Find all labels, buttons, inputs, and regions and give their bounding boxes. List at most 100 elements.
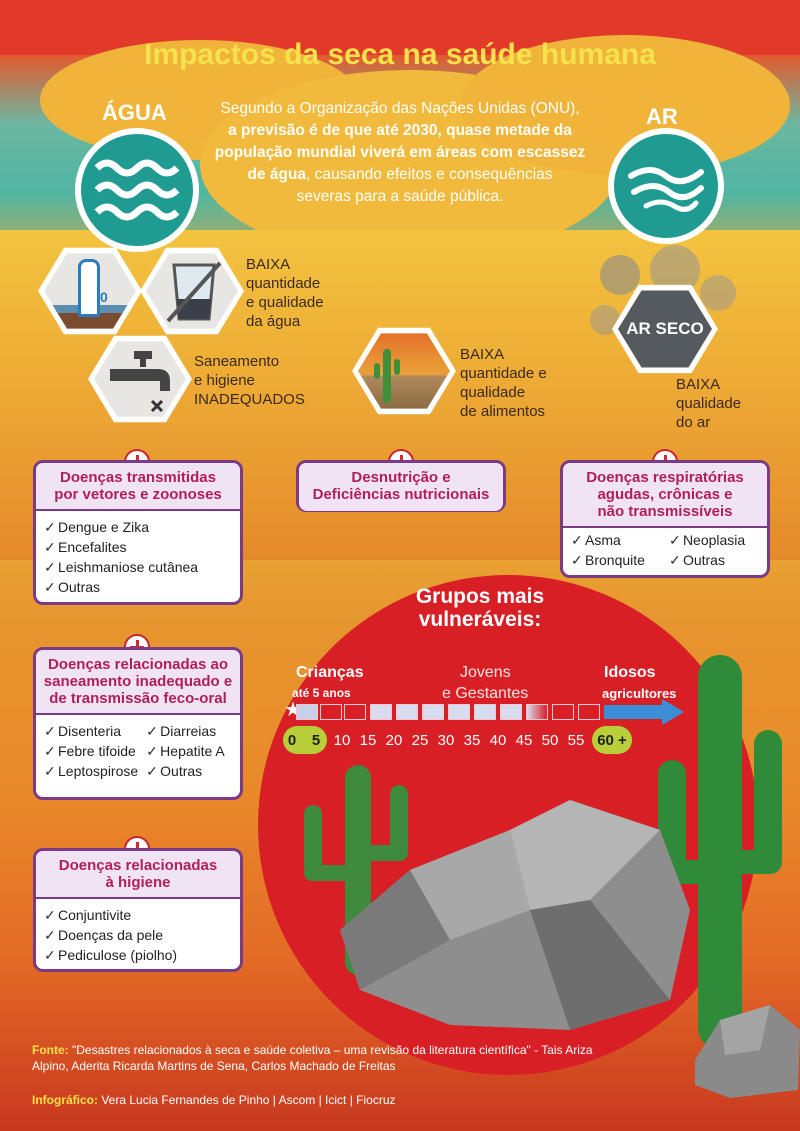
age-bar-cell <box>396 704 418 720</box>
disease-box-hygiene: Doenças relacionadas à higiene ✓Conjunti… <box>33 848 243 972</box>
youth-label: Jovens <box>460 664 511 681</box>
rock-illustration <box>340 800 690 1030</box>
farmers-label: agricultores <box>602 686 677 701</box>
sanitation-caption: Saneamento e higiene INADEQUADOS <box>194 352 305 409</box>
caption-line: qualidade <box>676 395 742 412</box>
check-icon: ✓ <box>571 532 583 548</box>
age-bar-cell <box>474 704 496 720</box>
page-title: Impactos da seca na saúde humana <box>144 38 656 71</box>
list-item: ✓Disenteria <box>44 721 138 741</box>
age-tick: 30 <box>437 732 455 749</box>
ar-label: AR <box>646 104 678 129</box>
box-title: Desnutrição e Deficiências nutricionais <box>299 463 503 511</box>
list-item-text: Bronquite <box>585 552 645 568</box>
age-bar-cell <box>344 704 366 720</box>
desert-hex-inner <box>358 333 450 409</box>
box-title-line: Doenças relacionadas <box>58 857 218 874</box>
check-icon: ✓ <box>44 907 56 923</box>
check-icon: ✓ <box>44 579 56 595</box>
check-icon: ✓ <box>44 927 56 943</box>
age-bar-cell <box>296 704 318 720</box>
list-item-text: Dengue e Zika <box>58 519 150 535</box>
caption-line: do ar <box>676 414 711 431</box>
age-bar-cell <box>526 704 548 720</box>
list-item: ✓Outras <box>669 550 745 570</box>
list-item: ✓Outras <box>44 577 232 597</box>
water-caption: BAIXA quantidade e qualidade da água <box>246 255 324 331</box>
box-list: ✓Asma ✓Bronquite ✓Neoplasia ✓Outras <box>563 528 767 576</box>
box-list: ✓Conjuntivite ✓Doenças da pele ✓Pediculo… <box>36 899 240 971</box>
list-column: ✓Diarreias ✓Hepatite A ✓Outras <box>146 721 225 781</box>
check-icon: ✓ <box>44 539 56 555</box>
credits-note: Infográfico: Vera Lucia Fernandes de Pin… <box>32 1092 772 1108</box>
list-column: ✓Disenteria ✓Febre tifoide ✓Leptospirose <box>44 721 138 781</box>
intro-line: severas para a saúde pública. <box>296 188 504 205</box>
dry-air-hex-inner: AR SECO <box>618 290 712 368</box>
empty-glass-icon <box>166 261 222 323</box>
caption-line: quantidade e <box>460 365 547 382</box>
soil <box>44 309 136 329</box>
children-sublabel: até 5 anos <box>292 686 351 700</box>
thermometer-mark: 0 <box>100 289 108 305</box>
disease-box-sanitation: Doenças relacionadas ao saneamento inade… <box>33 647 243 800</box>
wind-icon <box>608 128 724 244</box>
list-item: ✓Neoplasia <box>669 530 745 550</box>
cactus-icon <box>374 349 400 403</box>
age-tick: 35 <box>463 732 481 749</box>
disease-box-respiratory: Doenças respiratórias agudas, crônicas e… <box>560 460 770 578</box>
list-item-text: Leptospirose <box>58 763 139 779</box>
box-title-line: Doenças respiratórias <box>586 469 744 486</box>
list-item-text: Outras <box>160 763 203 779</box>
credits-label: Infográfico: <box>32 1093 98 1107</box>
intro-line: população mundial viverá em áreas com es… <box>214 144 586 161</box>
box-title-line: à higiene <box>105 874 171 891</box>
caption-line: BAIXA <box>246 256 291 273</box>
pregnant-label: e Gestantes <box>442 685 529 702</box>
box-title-line: não transmissíveis <box>597 503 733 520</box>
box-title-line: de transmissão feco-oral <box>49 690 227 707</box>
list-item-text: Disenteria <box>58 723 122 739</box>
groups-title-line: Grupos mais <box>415 585 545 608</box>
age-tick: 20 <box>385 732 403 749</box>
air-caption: BAIXA qualidade do ar <box>676 375 741 432</box>
list-item-text: Outras <box>682 552 725 568</box>
age-tick: 25 <box>411 732 429 749</box>
age-bar-cell <box>500 704 522 720</box>
box-title-line: por vetores e zoonoses <box>54 486 222 503</box>
caption-line: da água <box>246 313 301 330</box>
list-item: ✓Pediculose (piolho) <box>44 945 232 965</box>
small-rock-illustration <box>695 1005 800 1098</box>
list-item: ✓Encefalites <box>44 537 232 557</box>
list-item: ✓Leptospirose <box>44 761 138 781</box>
box-list: ✓Dengue e Zika ✓Encefalites ✓Leishmanios… <box>36 511 240 603</box>
list-item: ✓Hepatite A <box>146 741 225 761</box>
age-bar-cell <box>370 704 392 720</box>
check-icon: ✓ <box>146 723 158 739</box>
elderly-label: Idosos <box>604 664 656 681</box>
check-icon: ✓ <box>668 532 681 548</box>
list-item: ✓Leishmaniose cutânea <box>44 557 232 577</box>
list-item: ✓Doenças da pele <box>44 925 232 945</box>
age-tick: 10 <box>333 732 351 749</box>
age-tick: 45 <box>515 732 533 749</box>
age-tick: 55 <box>567 732 585 749</box>
caption-line: Saneamento <box>194 353 280 370</box>
thermometer-icon <box>78 259 100 317</box>
disease-box-vectors: Doenças transmitidas por vetores e zoono… <box>33 460 243 605</box>
list-column: ✓Neoplasia ✓Outras <box>669 530 745 570</box>
list-item-text: Febre tifoide <box>58 743 136 759</box>
age-tick: 5 <box>311 732 321 749</box>
source-note: Fonte: "Desastres relacionados à seca e … <box>32 1042 772 1074</box>
box-title: Doenças respiratórias agudas, crônicas e… <box>563 463 767 528</box>
desert-hex <box>352 327 456 415</box>
age-tick: 50 <box>541 732 559 749</box>
caption-line: e higiene <box>194 372 255 389</box>
list-item-text: Hepatite A <box>160 743 225 759</box>
age-tick: 60 + <box>597 732 627 749</box>
list-item-text: Outras <box>58 579 101 595</box>
intro-rest: , causando efeitos e consequências <box>306 166 553 183</box>
intro-line: a previsão é de que até 2030, quase meta… <box>228 122 572 139</box>
check-icon: ✓ <box>44 519 56 535</box>
source-text: "Desastres relacionados à seca e saúde c… <box>72 1043 593 1057</box>
thermometer-hex: 0 <box>38 247 142 335</box>
